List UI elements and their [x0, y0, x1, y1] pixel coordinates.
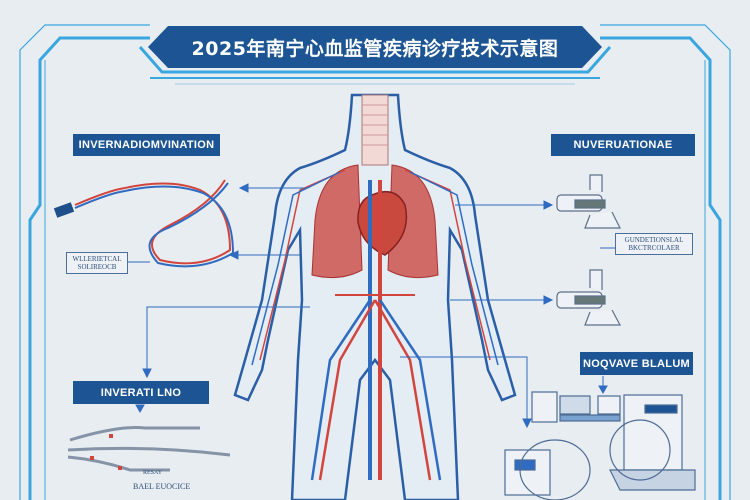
page-title: 2025年南宁心血监管疾病诊疗技术示意图	[191, 37, 559, 60]
catheter-caption-line2: SOLIREOCB	[77, 263, 117, 271]
guidewires-illustration	[67, 426, 231, 472]
wire-note-2: BAEL EUOCICE	[133, 482, 191, 491]
catheter-caption-line1: WLLERIETCAL	[72, 255, 122, 263]
device-caption-line2: BKCTRCOLAER	[628, 244, 680, 252]
device-illustrations	[556, 174, 621, 326]
wire-note-1: RESAY	[143, 470, 163, 476]
device-caption: GUNDETIONSLAL BKCTRCOLAER	[615, 233, 693, 255]
label-bottom-left: INVERATI LNO	[73, 381, 209, 404]
right-lung	[387, 164, 439, 279]
human-body	[233, 93, 517, 500]
decorative-frame	[19, 24, 731, 500]
connector-arrows	[126, 183, 615, 429]
label-bottom-right: NOQVAVE BLALUM	[580, 352, 693, 375]
device-caption-line1: GUNDETIONSLAL	[624, 236, 684, 244]
label-top-right: NUVERUATIONAE	[551, 134, 695, 156]
title-banner-bg	[148, 26, 602, 68]
label-top-left: INVERNADIOMVINATION	[73, 134, 220, 156]
medical-equipment-illustration	[504, 391, 696, 500]
left-lung	[311, 164, 363, 279]
catheter-caption: WLLERIETCAL SOLIREOCB	[66, 252, 128, 274]
